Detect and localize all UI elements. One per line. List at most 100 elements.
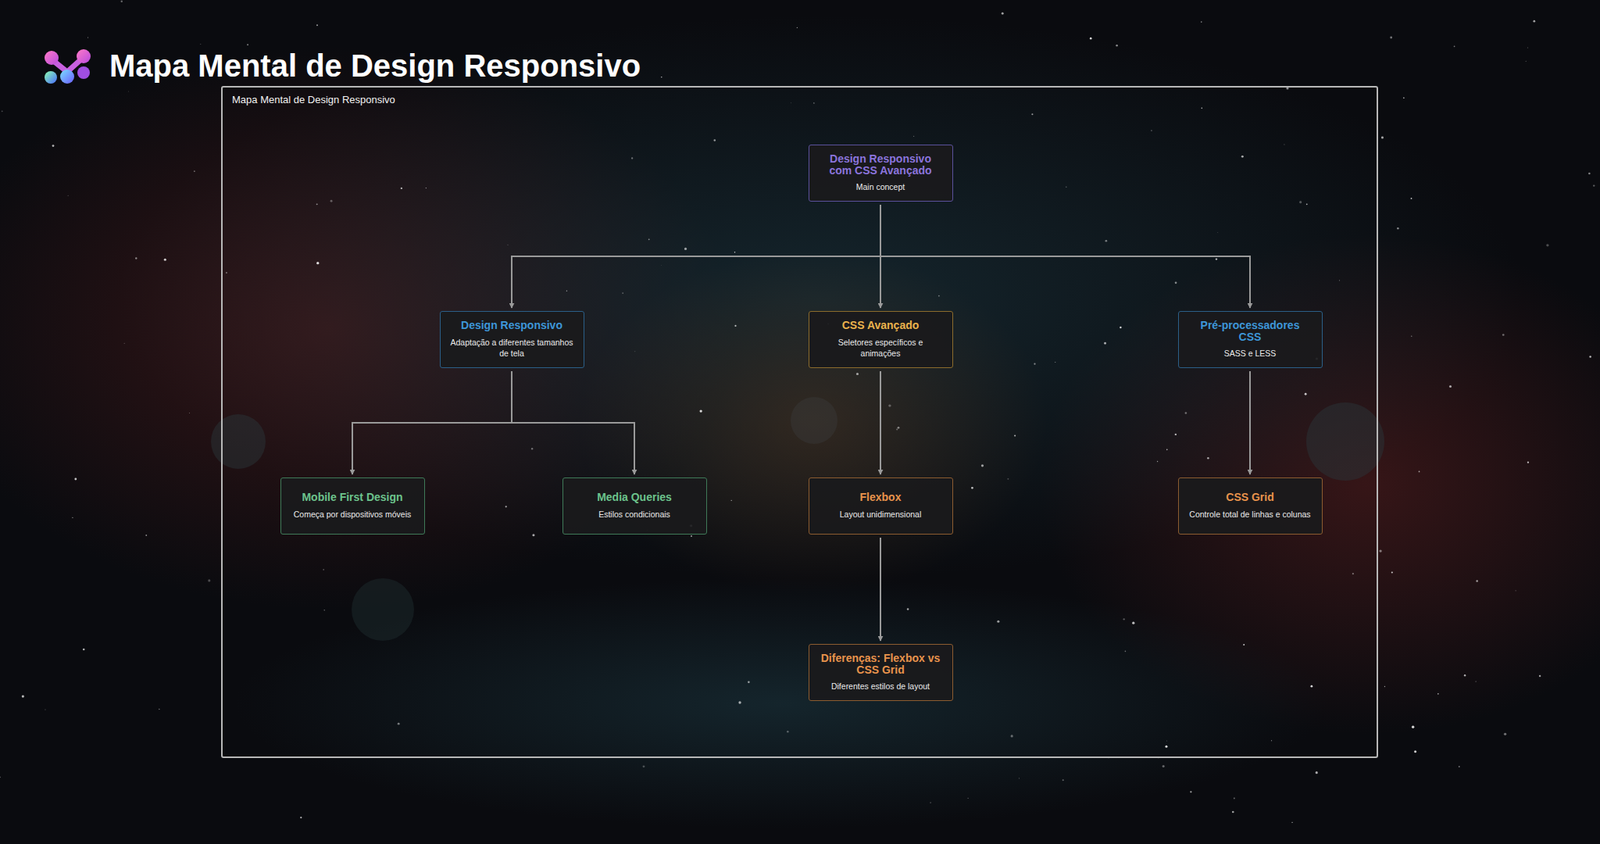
star: [1103, 342, 1107, 345]
star: [888, 403, 891, 407]
logo-dot: [77, 66, 90, 79]
star: [971, 486, 974, 490]
star: [397, 722, 400, 725]
star: [896, 428, 898, 431]
star: [531, 447, 533, 450]
star: [1233, 796, 1236, 799]
star: [1532, 20, 1536, 23]
star: [1115, 44, 1118, 47]
star: [1527, 46, 1529, 48]
star: [1384, 685, 1386, 687]
star: [700, 409, 703, 412]
nebula: [578, 250, 1047, 594]
star: [1175, 281, 1178, 284]
frame-label: Mapa Mental de Design Responsivo: [232, 93, 396, 106]
star: [44, 708, 46, 710]
star: [648, 238, 650, 240]
box-title: Design Responsivo com CSS Avançado: [818, 153, 943, 176]
star: [1396, 227, 1400, 230]
star: [1200, 21, 1203, 23]
star: [1475, 680, 1477, 682]
star: [507, 243, 509, 246]
box-subtitle: Layout unidimensional: [839, 508, 922, 521]
star: [207, 578, 211, 582]
star: [0, 776, 1, 779]
star: [981, 464, 984, 467]
star: [731, 500, 733, 501]
star: [193, 170, 196, 172]
star: [1241, 155, 1244, 158]
star: [1217, 232, 1219, 234]
star: [1592, 184, 1595, 186]
star: [1418, 471, 1421, 473]
concept-box: CSS AvançadoSeletores específicos e anim…: [808, 310, 954, 368]
star: [1232, 810, 1235, 814]
connector: [879, 371, 882, 475]
concept-box: Media QueriesEstilos condicionais: [562, 477, 708, 535]
star: [1502, 333, 1505, 336]
star: [128, 90, 129, 92]
star: [1475, 579, 1478, 582]
star: [189, 411, 191, 414]
concept-box: Pré-processadores CSSSASS e LESS: [1178, 310, 1323, 368]
box-subtitle: Controle total de linhas e colunas: [1189, 508, 1311, 521]
star: [996, 620, 1000, 623]
star: [300, 816, 302, 818]
star: [1001, 12, 1004, 15]
box-title: CSS Avançado: [842, 319, 920, 332]
star: [1503, 732, 1507, 736]
star: [684, 247, 687, 250]
box-title: Flexbox: [860, 491, 902, 504]
star: [1527, 461, 1529, 464]
star: [1306, 203, 1308, 205]
star: [967, 797, 968, 799]
star: [1352, 572, 1354, 575]
star: [1458, 765, 1461, 768]
star: [316, 24, 318, 26]
star: [1125, 650, 1127, 653]
star: [1411, 725, 1415, 729]
star: [1166, 739, 1168, 742]
box-subtitle: SASS e LESS: [1224, 347, 1277, 360]
star: [52, 144, 55, 147]
star: [1391, 571, 1393, 573]
star: [316, 261, 319, 265]
star: [1054, 361, 1057, 364]
star: [1291, 821, 1293, 823]
logo-dot: [76, 49, 91, 64]
star: [1089, 37, 1093, 40]
star: [1315, 771, 1318, 774]
star: [1437, 692, 1440, 695]
star: [1381, 135, 1384, 139]
star: [1378, 549, 1382, 552]
logo-dot: [60, 69, 75, 84]
star: [1414, 750, 1417, 753]
logo-icon: [43, 48, 93, 86]
star: [135, 257, 137, 259]
star: [200, 42, 202, 45]
star: [907, 607, 910, 611]
star: [1185, 411, 1188, 415]
star: [1164, 745, 1168, 748]
star: [621, 292, 624, 294]
box-subtitle: Começa por dispositivos móveis: [293, 508, 412, 521]
connector: [880, 204, 1250, 308]
star: [1589, 355, 1592, 358]
box-title: Diferenças: Flexbox vs CSS Grid: [818, 652, 943, 675]
star: [158, 708, 161, 711]
star: [1200, 107, 1203, 109]
star: [1119, 326, 1122, 329]
concept-box: Diferenças: Flexbox vs CSS GridDiferente…: [808, 643, 954, 701]
star: [1588, 172, 1590, 175]
box-title: Design Responsivo: [460, 319, 563, 332]
star: [747, 680, 750, 683]
star: [1189, 790, 1192, 793]
page-title: Mapa Mental de Design Responsivo: [109, 46, 641, 85]
star: [631, 157, 633, 159]
star: [87, 36, 89, 38]
star: [1162, 764, 1165, 768]
star: [714, 139, 717, 142]
planet: [790, 396, 838, 444]
